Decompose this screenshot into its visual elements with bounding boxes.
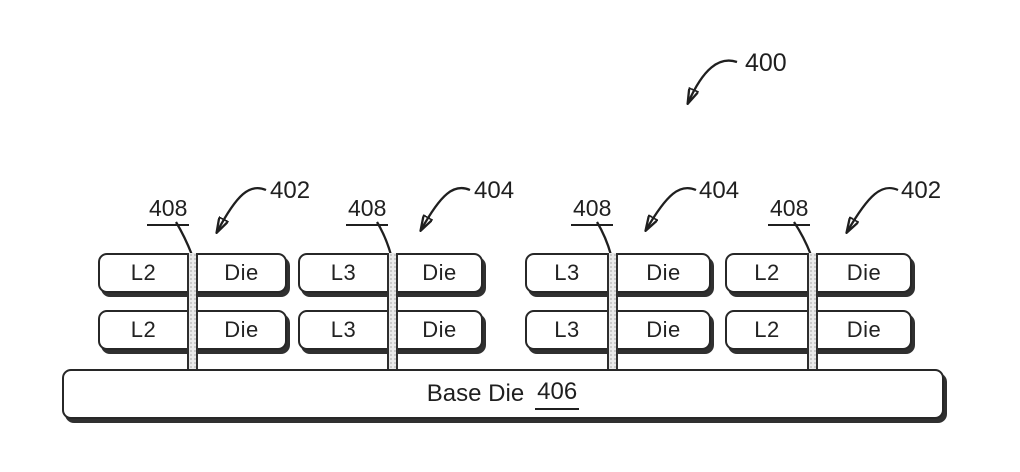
base-die-label: Base Die	[426, 380, 525, 407]
cache-label: L3	[330, 317, 357, 342]
tsv-ref-number: 408	[768, 195, 811, 226]
tsv-ref-number: 408	[147, 195, 190, 226]
ref-402-arrow	[217, 186, 267, 232]
tsv-ref-label: 408	[571, 195, 614, 226]
tsv-408-leader-line	[175, 221, 194, 256]
tsv-bar	[187, 253, 198, 371]
cache-label: L3	[554, 317, 580, 342]
cache-label: L3	[554, 260, 580, 285]
tsv-408-leader-line	[376, 221, 393, 256]
die-label: Die	[846, 317, 882, 342]
cache-label: L3	[330, 260, 357, 285]
ref-label-402: 402	[901, 177, 942, 204]
die-label: Die	[224, 260, 259, 285]
tsv-408-leader-line	[596, 221, 613, 256]
tsv-ref-number: 408	[346, 195, 389, 226]
cache-label: L2	[754, 260, 780, 285]
ref-404-arrow	[421, 186, 471, 230]
base-die-ref-number: 406	[535, 378, 580, 410]
chiplet-l3-die-rect: L3 Die	[525, 253, 711, 293]
chiplet-l3-die-rect: L3 Die	[525, 310, 711, 350]
ref-402-arrow	[847, 186, 899, 232]
ref-label-404: 404	[699, 177, 740, 204]
tsv-408-leader-line	[793, 221, 813, 256]
die-label: Die	[422, 260, 457, 285]
tsv-bar	[807, 253, 818, 371]
ref-400-arrow	[688, 59, 738, 103]
tsv-bar	[387, 253, 398, 371]
chiplet-l2-die-rect: L2 Die	[725, 310, 912, 350]
die-label: Die	[646, 317, 681, 342]
tsv-ref-label: 408	[768, 195, 811, 226]
ref-label-402: 402	[270, 177, 311, 204]
tsv-ref-number: 408	[571, 195, 614, 226]
chiplet-l2-die-rect: L2 Die	[725, 253, 912, 293]
cache-label: L2	[130, 317, 157, 342]
ref-label-404: 404	[474, 177, 515, 204]
cache-label: L2	[130, 260, 157, 285]
ref-404-arrow	[646, 186, 697, 230]
base-die-rect: Base Die 406	[62, 369, 944, 419]
die-label: Die	[224, 317, 259, 342]
die-label: Die	[422, 317, 457, 342]
tsv-ref-label: 408	[147, 195, 190, 226]
tsv-ref-label: 408	[346, 195, 389, 226]
ref-label-400: 400	[745, 49, 787, 77]
die-label: Die	[646, 260, 681, 285]
die-label: Die	[846, 260, 882, 285]
cache-label: L2	[754, 317, 780, 342]
tsv-bar	[607, 253, 618, 371]
